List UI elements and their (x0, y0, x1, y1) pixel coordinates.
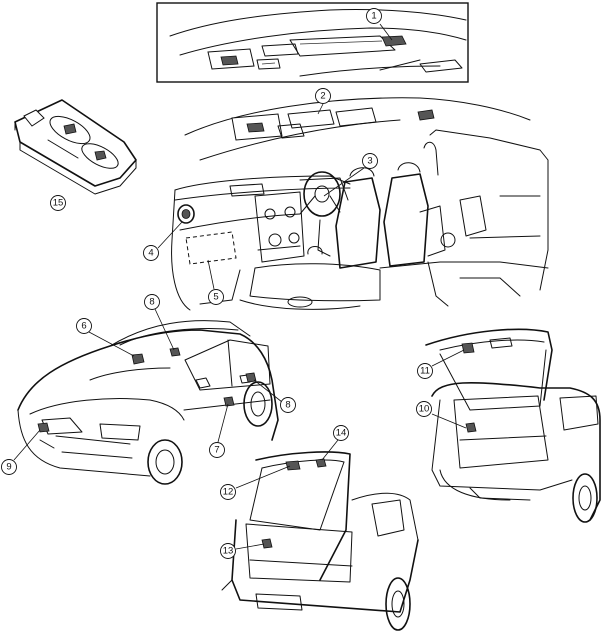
keyless-remote-fob (14, 99, 137, 195)
callout-label: 1 (371, 11, 376, 22)
callout-12: 12 (220, 465, 291, 500)
callout-label: 11 (420, 366, 430, 377)
callout-label: 12 (223, 487, 234, 498)
callout-8-roof: 8 (144, 294, 175, 351)
callout-5: 5 (207, 259, 224, 305)
callout-label: 2 (320, 91, 325, 102)
callout-1: 1 (366, 8, 393, 41)
callout-label: 8 (149, 297, 154, 308)
callout-14: 14 (321, 425, 349, 461)
callout-8-door: 8 (253, 379, 296, 413)
inset-overhead-detail (156, 2, 469, 83)
callout-13: 13 (220, 543, 265, 559)
interior-dashboard-view (171, 97, 549, 311)
callout-9: 9 (1, 429, 41, 475)
callout-label: 15 (53, 198, 64, 209)
callout-15: 15 (50, 195, 66, 211)
callout-label: 9 (6, 462, 11, 473)
rear-hatch-open-bottom-view (221, 451, 419, 631)
callout-label: 13 (223, 546, 234, 557)
callout-label: 4 (148, 248, 153, 259)
callout-label: 3 (367, 156, 372, 167)
callout-3: 3 (323, 153, 378, 197)
callout-10: 10 (416, 401, 467, 429)
callout-label: 10 (419, 404, 430, 415)
callout-label: 7 (214, 445, 219, 456)
callout-group: 1 2 3 4 5 6 8 (1, 8, 467, 559)
callout-label: 6 (81, 321, 86, 332)
callout-4: 4 (143, 221, 183, 261)
callout-label: 14 (336, 428, 347, 439)
rear-hatch-open-right-view (425, 328, 601, 523)
callout-7: 7 (209, 403, 229, 458)
callout-11: 11 (417, 349, 465, 379)
callout-label: 5 (213, 292, 218, 303)
callout-6: 6 (76, 318, 135, 357)
front-exterior-car-view (17, 320, 279, 485)
callout-label: 8 (285, 400, 290, 411)
callout-2: 2 (315, 88, 331, 115)
